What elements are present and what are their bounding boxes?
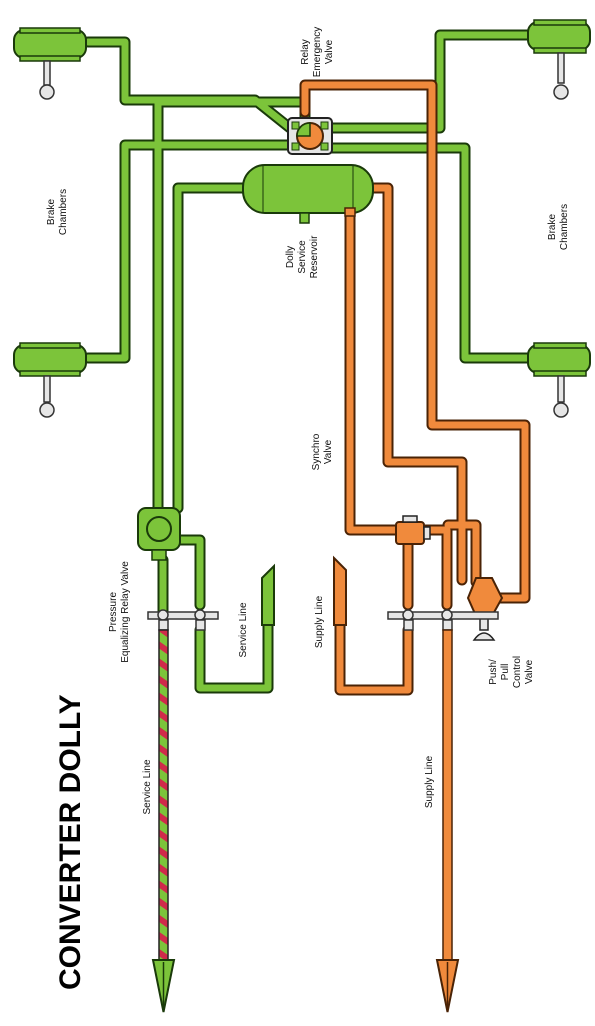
brake-chamber-top-left: [13, 27, 87, 100]
service-line-hose: [151, 629, 176, 1013]
supply-line-hose: [435, 629, 460, 1013]
relay-emergency-valve: [287, 117, 333, 155]
label-line: Equalizing Relay Valve: [120, 561, 131, 663]
label-line: Service: [297, 240, 308, 274]
label-line: Relay: [300, 39, 311, 65]
label-line: Pull: [500, 664, 511, 681]
brake-chamber-top-right: [527, 19, 591, 100]
label-line: Emergency: [312, 27, 323, 78]
pressure-equalizing-relay-valve: [137, 507, 181, 561]
label-line: Control: [512, 656, 523, 688]
label-line: Valve: [324, 39, 335, 64]
frame-bracket-left: [147, 609, 219, 631]
label-line: Pressure: [108, 592, 119, 632]
label-line: Chambers: [559, 204, 570, 250]
label-line: Dolly: [285, 246, 296, 268]
diagram-title: CONVERTER DOLLY: [54, 694, 87, 990]
label-line: Brake: [46, 199, 57, 226]
label-line: Reservoir: [309, 235, 320, 278]
label-line: Valve: [524, 659, 535, 684]
service-line-coupler: [261, 563, 275, 626]
push-pull-control-valve-label: Push/ Pull Control Valve: [488, 656, 535, 688]
label-line: Valve: [323, 439, 334, 464]
label-line: Brake: [547, 214, 558, 241]
brake-chambers-left-label: Brake Chambers: [46, 189, 69, 235]
dolly-service-reservoir: [242, 164, 374, 224]
supply-line-coupler: [333, 555, 347, 626]
brake-chamber-bottom-left: [13, 342, 87, 418]
brake-chamber-bottom-right: [527, 342, 591, 418]
supply-air-lines-fill: [301, 81, 529, 694]
synchro-valve-label: Synchro Valve: [311, 433, 334, 470]
relay-emergency-valve-label: Relay Emergency Valve: [300, 27, 335, 78]
brake-chambers-right-label: Brake Chambers: [547, 204, 570, 250]
label-line: Chambers: [58, 189, 69, 235]
label-line: Synchro: [311, 433, 322, 470]
pressure-equalizing-relay-valve-label: Pressure Equalizing Relay Valve: [108, 561, 131, 663]
service-line-long-label: Service Line: [142, 759, 153, 814]
push-pull-control-valve: [466, 577, 504, 641]
supply-line-long-label: Supply Line: [424, 755, 435, 808]
frame-bracket-right: [387, 609, 499, 631]
synchro-valve: [395, 515, 431, 545]
supply-line-short-label: Supply Line: [314, 595, 325, 648]
label-line: Push/: [488, 659, 499, 685]
dolly-service-reservoir-label: Dolly Service Reservoir: [285, 235, 320, 278]
service-line-short-label: Service Line: [238, 602, 249, 657]
